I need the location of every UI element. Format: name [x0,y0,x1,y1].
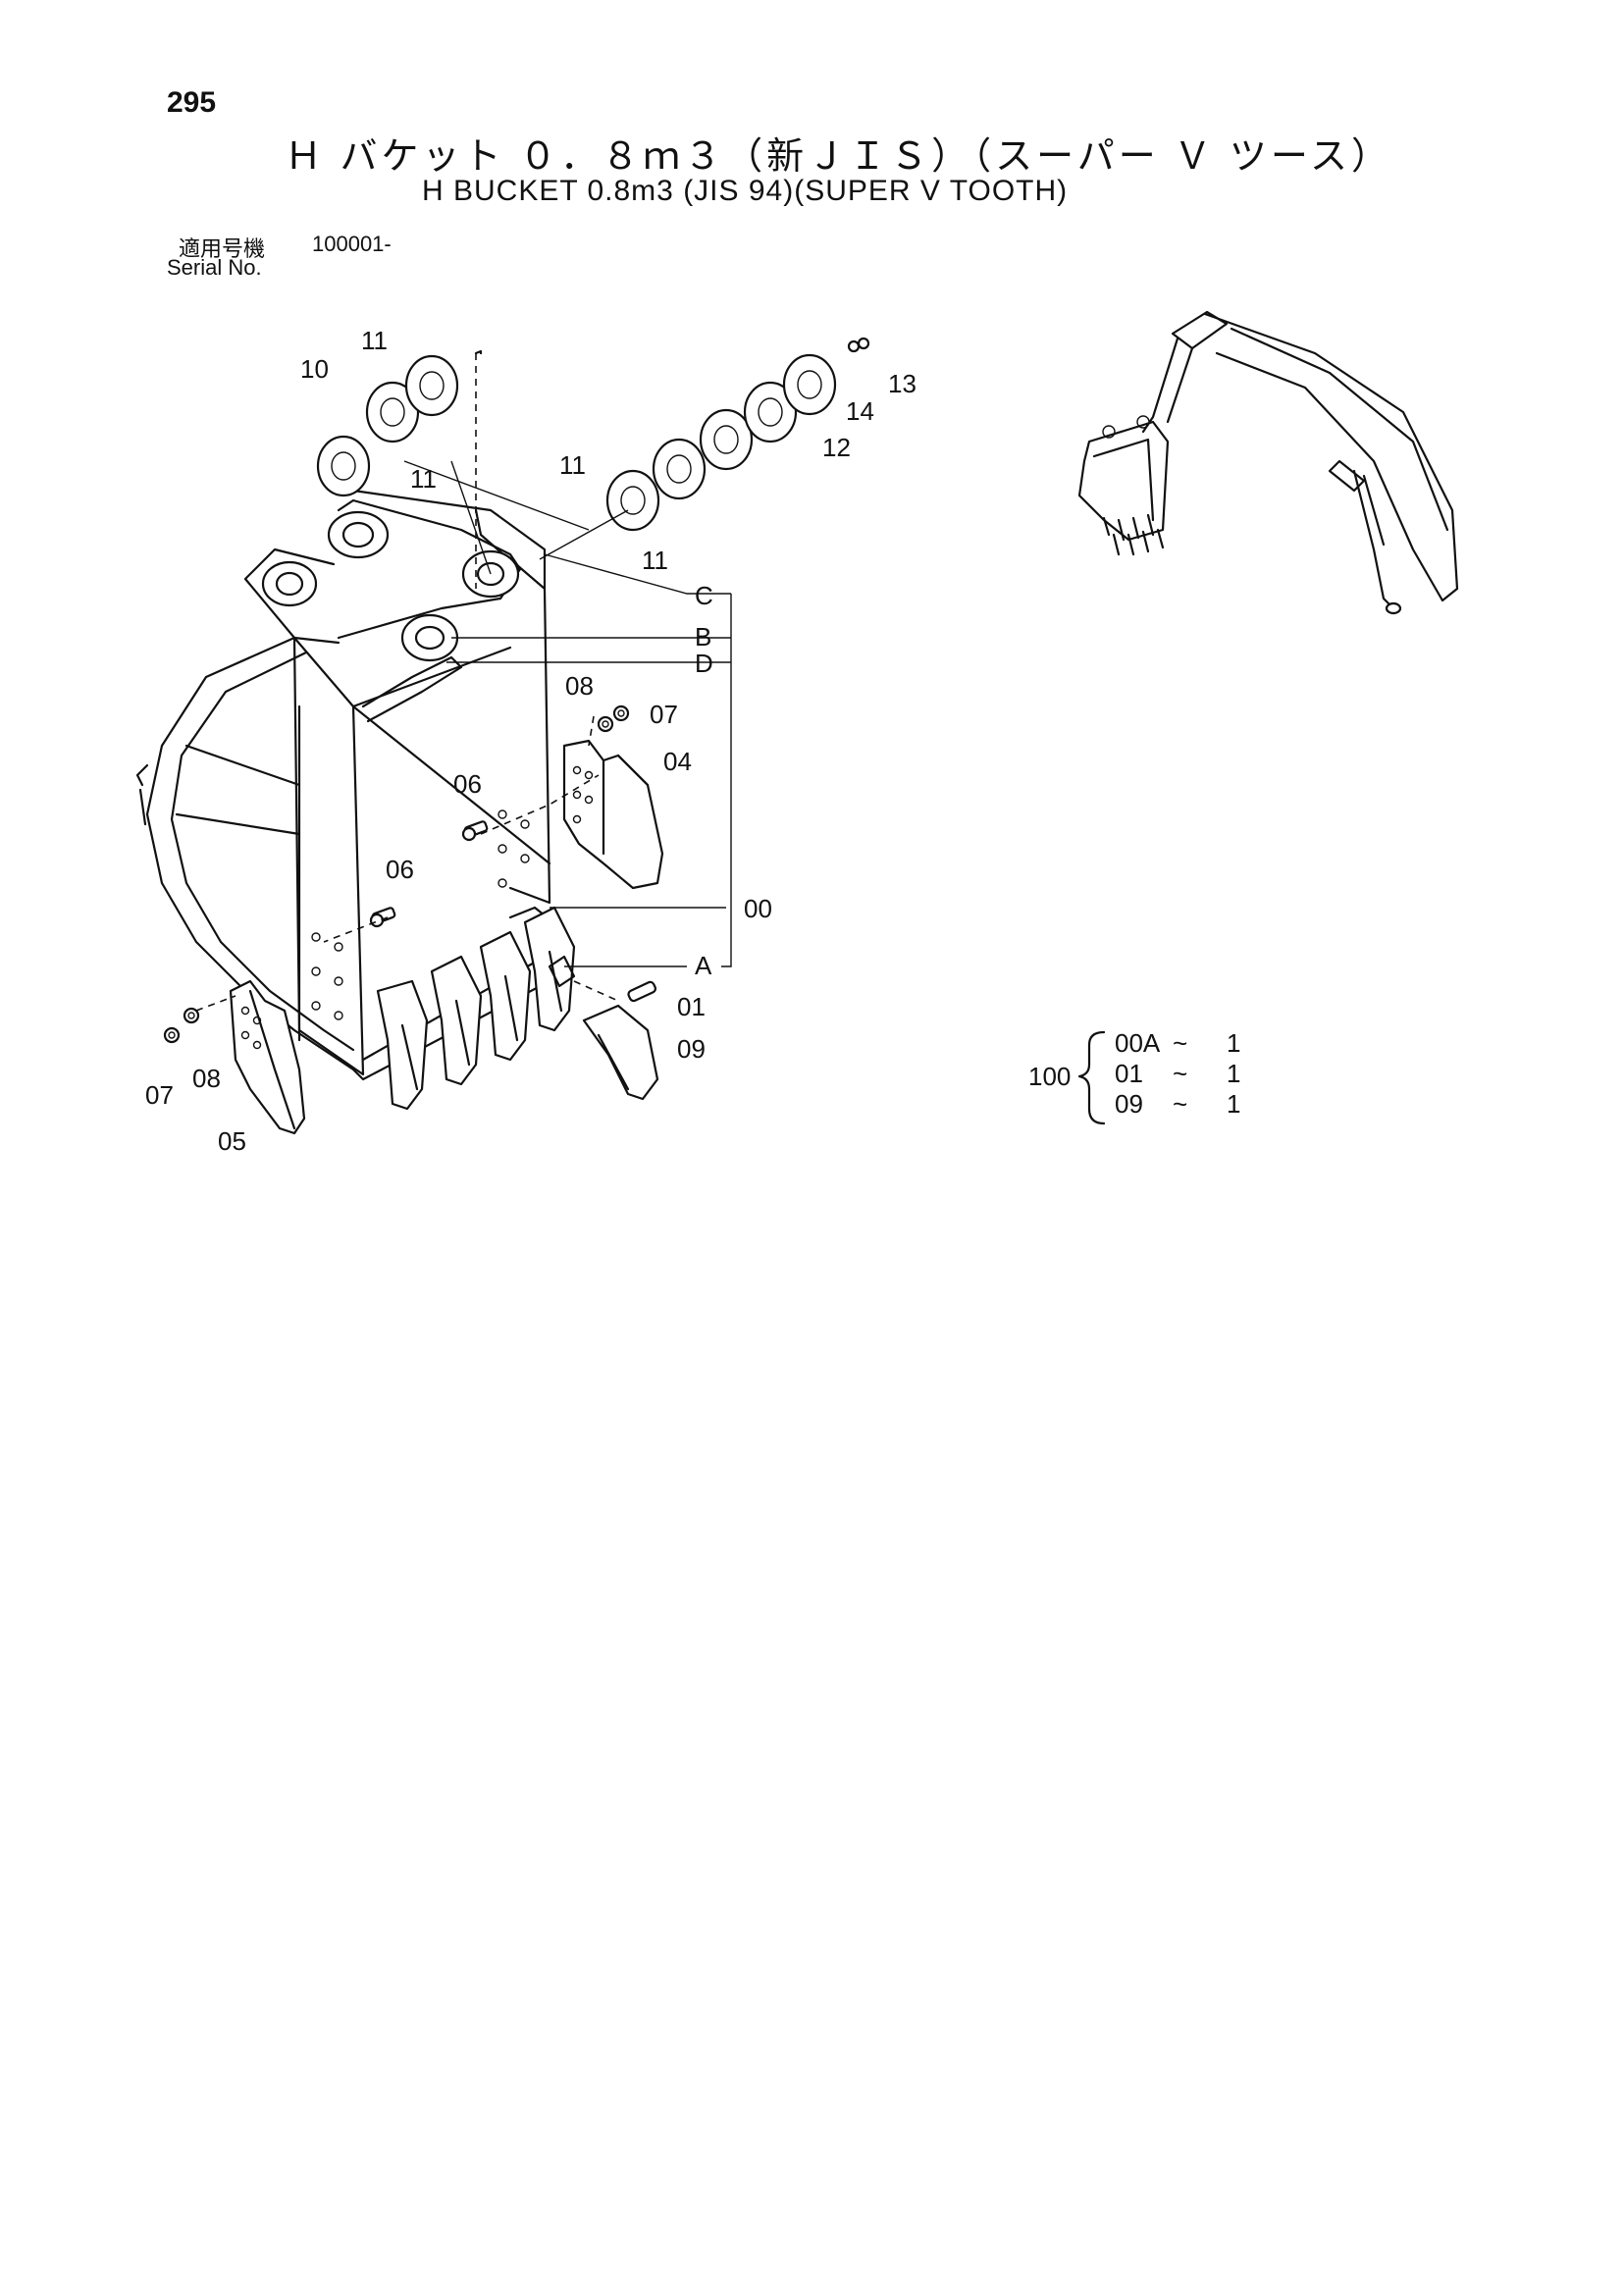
callout-07-right: 07 [650,700,678,729]
callout-12: 12 [822,433,851,462]
callout-08-right: 08 [565,671,594,701]
kit-row-separator: ~ [1173,1028,1187,1058]
callout-05: 05 [218,1126,246,1156]
excavator-overview-illustration [1077,310,1459,615]
serial-label-english: Serial No. [167,255,262,280]
callout-06-upper: 06 [453,769,482,799]
reference-letter-c: C [695,581,713,610]
callout-11-bottom: 11 [642,546,668,575]
callout-10: 10 [300,354,329,384]
callout-08-left: 08 [192,1064,221,1093]
callout-09: 09 [677,1034,706,1064]
kit-row-separator: ~ [1173,1089,1187,1119]
callout-11-mid: 11 [559,450,586,480]
shims-and-seals [316,353,837,532]
reference-letter-a: A [695,951,712,980]
callout-14: 14 [846,396,874,426]
callout-06-lower: 06 [386,855,414,884]
callout-11-left: 11 [410,464,437,494]
side-cutters [229,739,664,1135]
kit-row-separator: ~ [1173,1059,1187,1088]
kit-list: 100 00A ~ 1 01 ~ 1 09 ~ 1 [1028,1028,1240,1125]
reference-letter-b: B [695,622,711,652]
callout-04: 04 [663,747,692,776]
callout-11-top: 11 [361,326,388,355]
page-number: 295 [167,86,217,119]
leader-lines [195,349,732,1012]
title-english: H BUCKET 0.8m3 (JIS 94)(SUPER V TOOTH) [422,175,1069,207]
kit-row-part: 01 [1115,1059,1143,1088]
kit-row-part: 00A [1115,1028,1161,1058]
callout-00: 00 [744,894,772,923]
kit-row-qty: 1 [1227,1028,1240,1058]
kit-row-part: 09 [1115,1089,1143,1119]
callout-01: 01 [677,992,706,1021]
serial-number-value: 100001- [312,232,392,256]
kit-row-qty: 1 [1227,1059,1240,1088]
title-japanese: Ｈ バケット ０．８ｍ３（新ＪＩＳ）（スーパー Ｖ ツース） [285,136,1392,178]
callout-07-left: 07 [145,1080,174,1110]
bucket-teeth [376,906,659,1111]
bucket-body [135,489,566,1081]
reference-letter-d: D [695,649,713,678]
callout-13: 13 [888,369,917,398]
serial-label-japanese: 適用号機 [179,236,266,261]
fasteners [163,337,870,1044]
kit-number: 100 [1028,1062,1071,1091]
kit-row-qty: 1 [1227,1089,1240,1119]
